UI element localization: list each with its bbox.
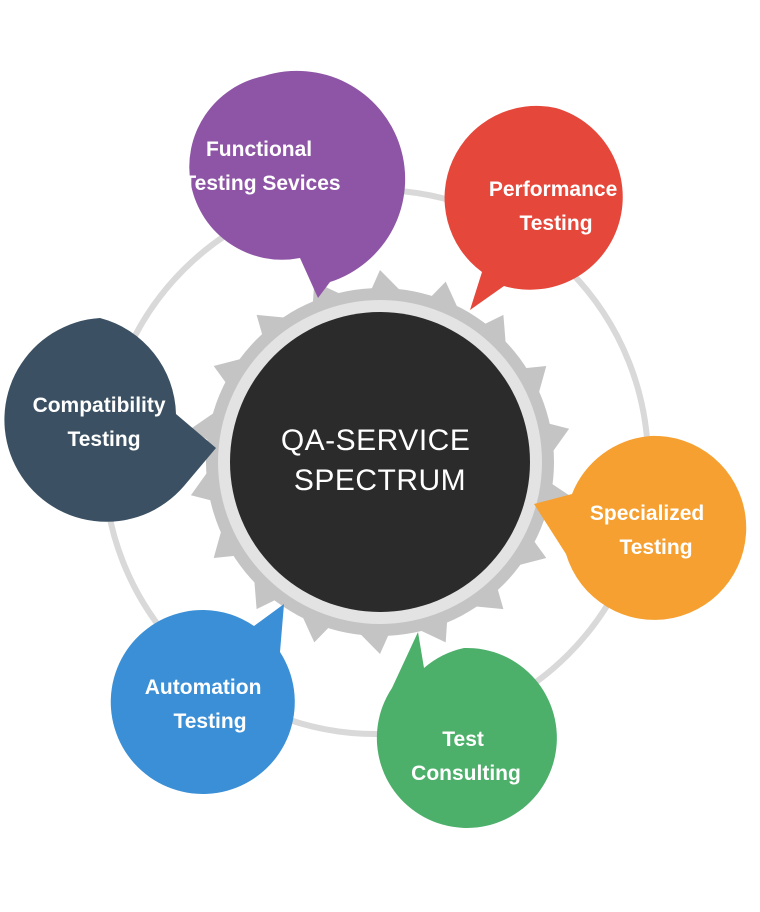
center-title-line-2: SPECTRUM <box>294 464 466 497</box>
center-circle <box>230 312 530 612</box>
bubble-consulting-line-2: Consulting <box>411 762 521 785</box>
svg-text:Functional Testing Sev: Functional Testing Sevices <box>183 138 340 195</box>
bubble-consulting-shape <box>376 632 557 828</box>
bubble-functional-line-2: Testing Sevices <box>183 172 340 195</box>
service-bubbles: Functional Testing Sevices Performance T… <box>4 70 747 828</box>
bubble-consulting-line-1: Test <box>442 728 484 751</box>
center-title-line-1: QA-SERVICE <box>281 424 471 457</box>
bubble-compatibility-line-2: Testing <box>67 428 140 451</box>
bubble-performance-line-2: Testing <box>519 212 592 235</box>
bubble-compatibility-line-1: Compatibility <box>33 394 166 417</box>
svg-text:Specialized Testing: Specialized Testing <box>590 502 710 559</box>
bubble-test-consulting: Test Consulting <box>376 632 557 828</box>
bubble-specialized-testing: Specialized Testing <box>534 435 747 620</box>
bubble-specialized-line-2: Testing <box>619 536 692 559</box>
bubble-specialized-line-1: Specialized <box>590 502 704 525</box>
bubble-compatibility-testing: Compatibility Testing <box>4 318 217 522</box>
svg-text:Performance Testing: Performance Testing <box>489 178 623 235</box>
bubble-automation-testing: Automation Testing <box>110 604 295 794</box>
bubble-performance-line-1: Performance <box>489 178 617 201</box>
bubble-functional-line-1: Functional <box>206 138 312 161</box>
bubble-compatibility-shape <box>4 318 217 522</box>
svg-text:QA-SERVICE SPECTRUM: QA-SERVICE SPECTRUM <box>281 424 479 497</box>
bubble-automation-shape <box>110 604 295 794</box>
bubble-specialized-shape <box>534 435 747 620</box>
bubble-automation-line-1: Automation <box>145 676 262 699</box>
bubble-automation-line-2: Testing <box>173 710 246 733</box>
bubble-performance-testing: Performance Testing <box>444 105 623 310</box>
bubble-performance-shape <box>444 105 623 310</box>
svg-text:Automation Testing: Automation Testing <box>145 676 268 733</box>
svg-text:Compatibility Testing: Compatibility Testing <box>33 394 172 451</box>
bubble-functional-testing: Functional Testing Sevices <box>183 70 406 298</box>
svg-text:Test Consulting: Test Consulting <box>411 728 521 785</box>
bubble-functional-shape <box>189 70 406 298</box>
